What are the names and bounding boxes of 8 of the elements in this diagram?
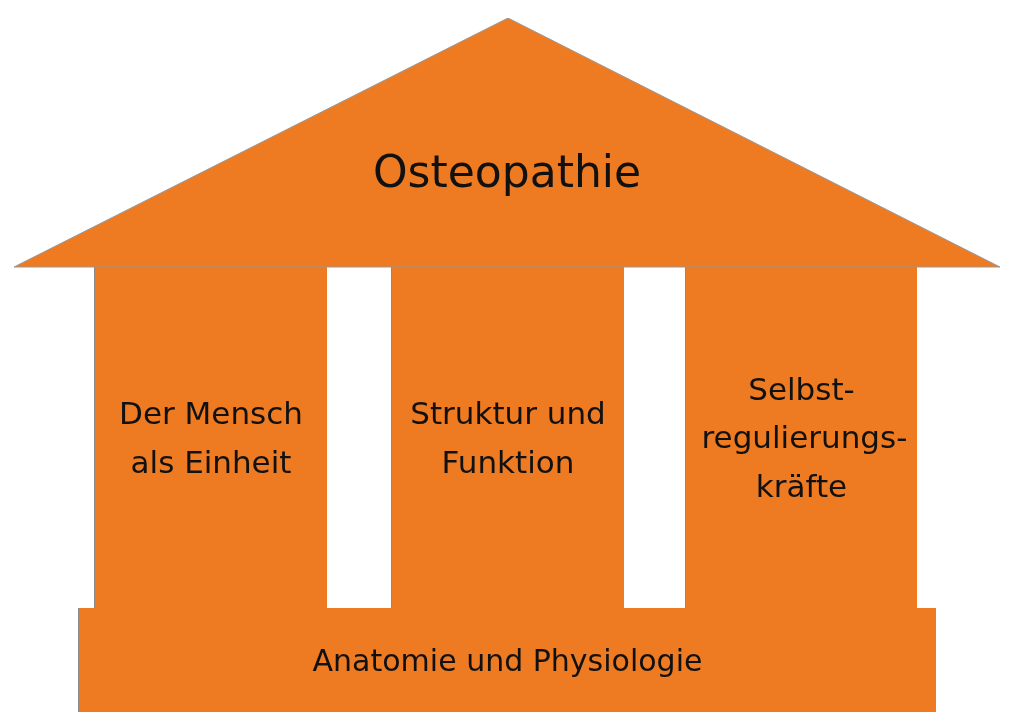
roof-title: Osteopathie — [371, 146, 643, 199]
foundation-block — [78, 608, 936, 712]
pillar — [94, 267, 327, 608]
foundation-label: Anatomie und Physiologie — [312, 642, 703, 678]
pillar — [685, 267, 917, 608]
pillar-label: Der Mensch als Einheit — [118, 394, 304, 482]
pillar-label: Struktur und Funktion — [409, 394, 607, 482]
pillar — [391, 267, 624, 608]
